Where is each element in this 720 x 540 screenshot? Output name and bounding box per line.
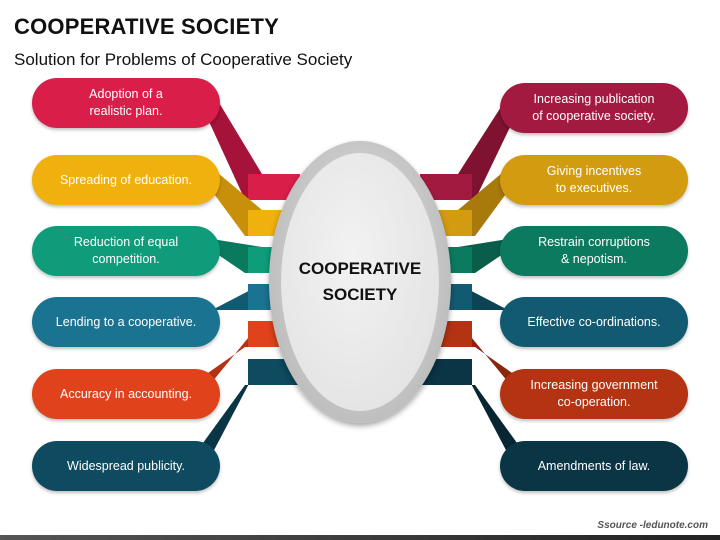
page-title: COOPERATIVE SOCIETY: [14, 14, 279, 39]
left-item-2: Spreading of education.: [32, 155, 220, 205]
left-item-6: Widespread publicity.: [32, 441, 220, 491]
left-item-5: Accuracy in accounting.: [32, 369, 220, 419]
left-item-4: Lending to a cooperative.: [32, 297, 220, 347]
page-subtitle: Solution for Problems of Cooperative Soc…: [14, 50, 353, 69]
left-item-2-label: Spreading of education.: [59, 172, 193, 187]
right-connector-band-1: [420, 174, 472, 200]
right-item-1: Increasing publication of cooperative so…: [500, 83, 688, 133]
bottom-bar: [0, 535, 720, 540]
right-item-6: Amendments of law.: [500, 441, 688, 491]
left-item-1: Adoption of a realistic plan.: [32, 78, 220, 128]
right-item-6-label: Amendments of law.: [537, 458, 651, 473]
right-item-1-label: Increasing publication of cooperative so…: [532, 92, 656, 123]
central-hub-inner: COOPERATIVE SOCIETY: [281, 153, 439, 411]
right-item-3: Restrain corruptions & nepotism.: [500, 226, 688, 276]
right-item-4: Effective co-ordinations.: [500, 297, 688, 347]
left-item-4-label: Lending to a cooperative.: [55, 314, 197, 329]
left-connector-band-1: [248, 174, 300, 200]
central-hub: COOPERATIVE SOCIETY: [269, 141, 451, 423]
right-item-2: Giving incentives to executives.: [500, 155, 688, 205]
right-item-2-label: Giving incentives to executives.: [546, 164, 642, 195]
left-connector-strip-4: [195, 284, 262, 310]
right-item-3-label: Restrain corruptions & nepotism.: [538, 235, 650, 266]
left-item-1-label: Adoption of a realistic plan.: [89, 87, 163, 118]
left-item-3: Reduction of equal competition.: [32, 226, 220, 276]
left-item-6-label: Widespread publicity.: [67, 458, 185, 473]
right-item-4-label: Effective co-ordinations.: [527, 314, 661, 329]
left-item-5-label: Accuracy in accounting.: [59, 386, 192, 401]
hub-label: COOPERATIVE SOCIETY: [298, 259, 422, 304]
right-item-5: Increasing government co-operation.: [500, 369, 688, 419]
right-connector-strip-4: [458, 284, 525, 310]
right-item-5-label: Increasing government co-operation.: [530, 378, 658, 409]
source-credit: Ssource -ledunote.com: [597, 520, 708, 531]
left-item-3-label: Reduction of equal competition.: [73, 235, 179, 266]
